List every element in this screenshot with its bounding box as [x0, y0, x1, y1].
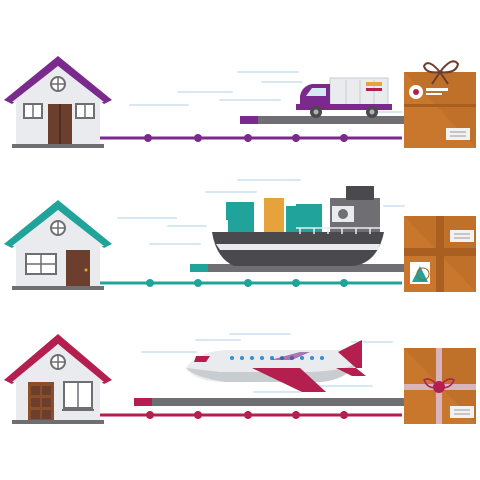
- house-icon: [4, 56, 112, 148]
- package-icon: [404, 216, 476, 292]
- row-airplane: [4, 333, 476, 424]
- ship-icon: [212, 186, 384, 266]
- road: [240, 116, 406, 124]
- route-purple: [100, 134, 402, 142]
- route-crimson: [100, 411, 402, 419]
- package-icon: [404, 60, 476, 148]
- house-icon: [4, 334, 112, 424]
- package-icon: [404, 348, 476, 424]
- house-icon: [4, 200, 112, 290]
- airplane-icon: [186, 340, 366, 392]
- truck-icon: [296, 77, 392, 118]
- row-ship: [4, 179, 476, 292]
- road: [134, 398, 404, 406]
- row-truck: [4, 56, 476, 148]
- speed-lines: [117, 179, 405, 245]
- route-teal: [100, 279, 402, 287]
- road: [190, 264, 404, 272]
